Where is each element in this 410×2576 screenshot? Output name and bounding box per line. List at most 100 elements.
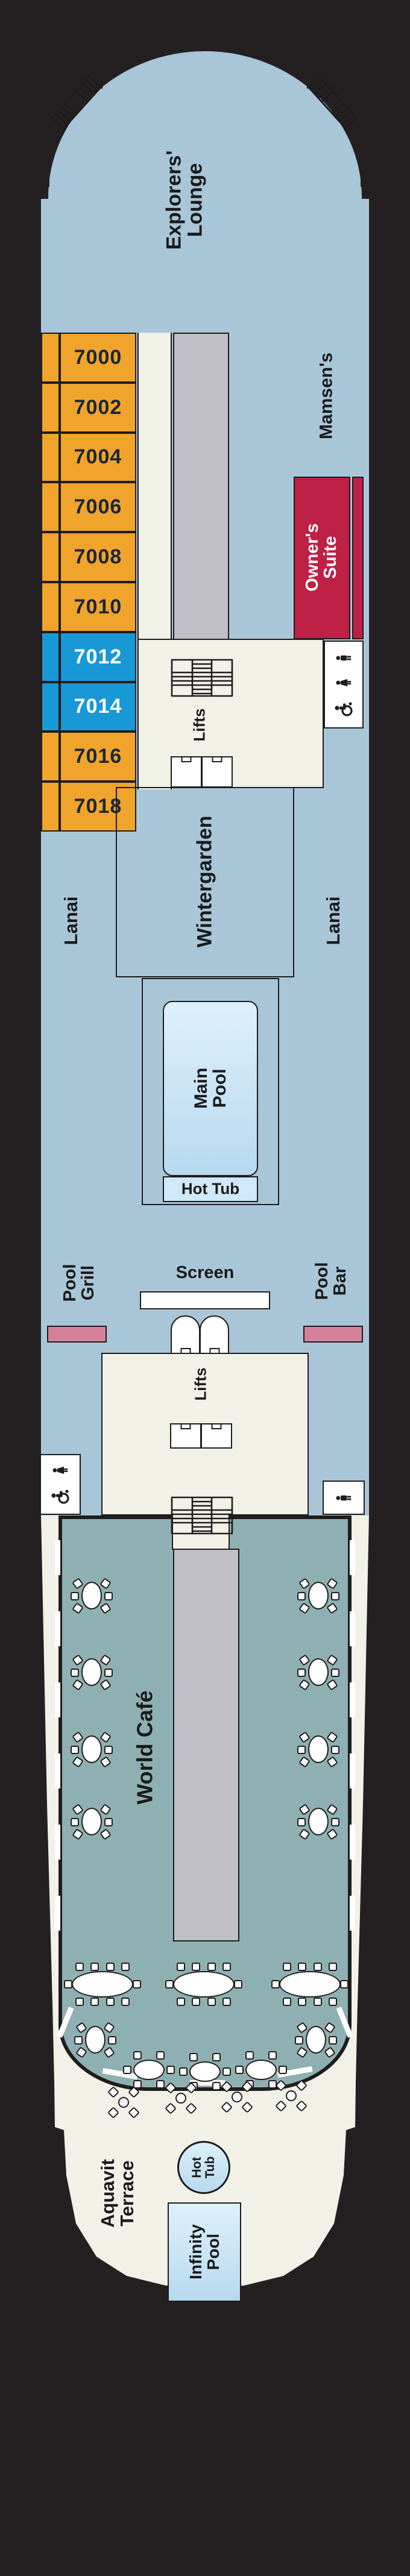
cabin-7018[interactable]: 7018 (60, 782, 136, 832)
explorers-lounge-label: Explorers'Lounge (162, 150, 207, 250)
hull-notch-starboard (361, 158, 371, 187)
window-icon (55, 1753, 60, 1788)
window-icon (55, 1611, 60, 1646)
chair-icon (222, 2067, 231, 2076)
dining-table-icon (81, 1582, 102, 1609)
window-icon (55, 1540, 60, 1575)
terrace-table-icon (118, 2097, 129, 2108)
chair-icon (329, 2036, 337, 2045)
window-icon (55, 1896, 60, 1931)
dining-table-icon (245, 2060, 277, 2080)
lift-icon (170, 1423, 201, 1449)
cabin-number: 7016 (74, 745, 122, 768)
chair-icon (121, 1998, 130, 2006)
chair-icon (179, 2067, 188, 2076)
hull-notch-port (39, 158, 49, 187)
cabin-7000[interactable]: 7000 (60, 333, 136, 383)
dining-table-icon (72, 1971, 133, 1998)
chair-icon (75, 1998, 84, 2006)
chair-icon (177, 1963, 185, 1971)
cabin-number: 7008 (74, 545, 122, 569)
chair-icon (298, 1963, 306, 1971)
lifts-midship-label: Lifts (191, 1367, 210, 1401)
chair-icon (314, 1963, 322, 1971)
stairs-icon (171, 659, 233, 697)
chair-icon (207, 1963, 216, 1971)
cabin-row: 7018 (41, 782, 136, 832)
pool-surround (142, 978, 279, 1205)
chair-icon (212, 2053, 221, 2061)
dining-table-icon (189, 2061, 221, 2082)
infinity-pool (168, 2202, 241, 2302)
stern-hot-tub (177, 2141, 230, 2194)
chair-icon (156, 2051, 165, 2060)
chair-icon (297, 1746, 306, 1754)
main-pool-hot-tub (163, 1176, 258, 1202)
chair-icon (271, 1980, 280, 1988)
stairs-icon (171, 1496, 233, 1535)
cabin-number: 7006 (74, 495, 122, 519)
chair-icon (156, 2080, 165, 2089)
lanai-port-label: Lanai (60, 896, 81, 945)
owners-suite[interactable] (294, 477, 350, 639)
dining-table-icon (133, 2060, 165, 2080)
chair-icon (297, 1818, 306, 1826)
chair-icon (165, 1980, 174, 1988)
chair-icon (104, 1669, 113, 1677)
chair-icon (340, 1980, 348, 1988)
chair-icon (279, 2066, 287, 2074)
chair-icon (234, 1980, 242, 1988)
cabin-row: 7006 (41, 482, 136, 533)
cabin-7012[interactable]: 7012 (60, 631, 136, 682)
window-icon (350, 1753, 355, 1788)
chair-icon (245, 2051, 254, 2060)
buffet-counter (173, 1549, 239, 1941)
cabin-block: 7000 7002 7004 7006 7008 7010 7012 7014 … (41, 333, 136, 832)
wintergarden (116, 787, 294, 977)
cabin-balcony (41, 782, 60, 832)
chair-icon (64, 1980, 72, 1988)
window-icon (55, 1682, 60, 1717)
womens-restroom-icon (336, 678, 352, 687)
pool-bar-counter (303, 1326, 363, 1343)
cabin-7008[interactable]: 7008 (60, 532, 136, 582)
cabin-7002[interactable]: 7002 (60, 382, 136, 433)
cabin-balcony (41, 682, 60, 732)
cabin-7016[interactable]: 7016 (60, 732, 136, 782)
cabin-balcony (41, 581, 60, 632)
chair-icon (222, 1963, 231, 1971)
terrace-table-icon (232, 2092, 242, 2102)
lanai-starboard-label: Lanai (322, 896, 344, 945)
chair-icon (268, 2051, 277, 2060)
mens-restroom-icon (336, 1495, 352, 1500)
lift-icon (201, 1423, 232, 1449)
restroom-midship-left (40, 1454, 81, 1515)
chair-icon (71, 1669, 79, 1677)
chair-icon (108, 2036, 116, 2045)
chair-icon (71, 1818, 79, 1826)
cabin-row: 7000 (41, 333, 136, 383)
lift-icon (200, 1315, 229, 1354)
chair-icon (331, 1669, 339, 1677)
window-icon (350, 1540, 355, 1575)
window-icon (350, 1611, 355, 1646)
cabin-7014[interactable]: 7014 (60, 682, 136, 732)
world-cafe-label: World Café (132, 1690, 157, 1805)
dining-table-icon (279, 1971, 341, 1998)
chair-icon (331, 1746, 339, 1754)
cabin-7004[interactable]: 7004 (60, 432, 136, 483)
chair-icon (297, 1669, 306, 1677)
chair-icon (222, 1998, 231, 2006)
cabin-7006[interactable]: 7006 (60, 482, 136, 533)
cabin-7010[interactable]: 7010 (60, 581, 136, 632)
terrace-table-icon (286, 2090, 297, 2101)
chair-icon (329, 1963, 337, 1971)
chair-icon (90, 1998, 99, 2006)
chair-icon (123, 2066, 131, 2074)
chair-icon (331, 1818, 339, 1826)
chair-icon (297, 1592, 306, 1600)
